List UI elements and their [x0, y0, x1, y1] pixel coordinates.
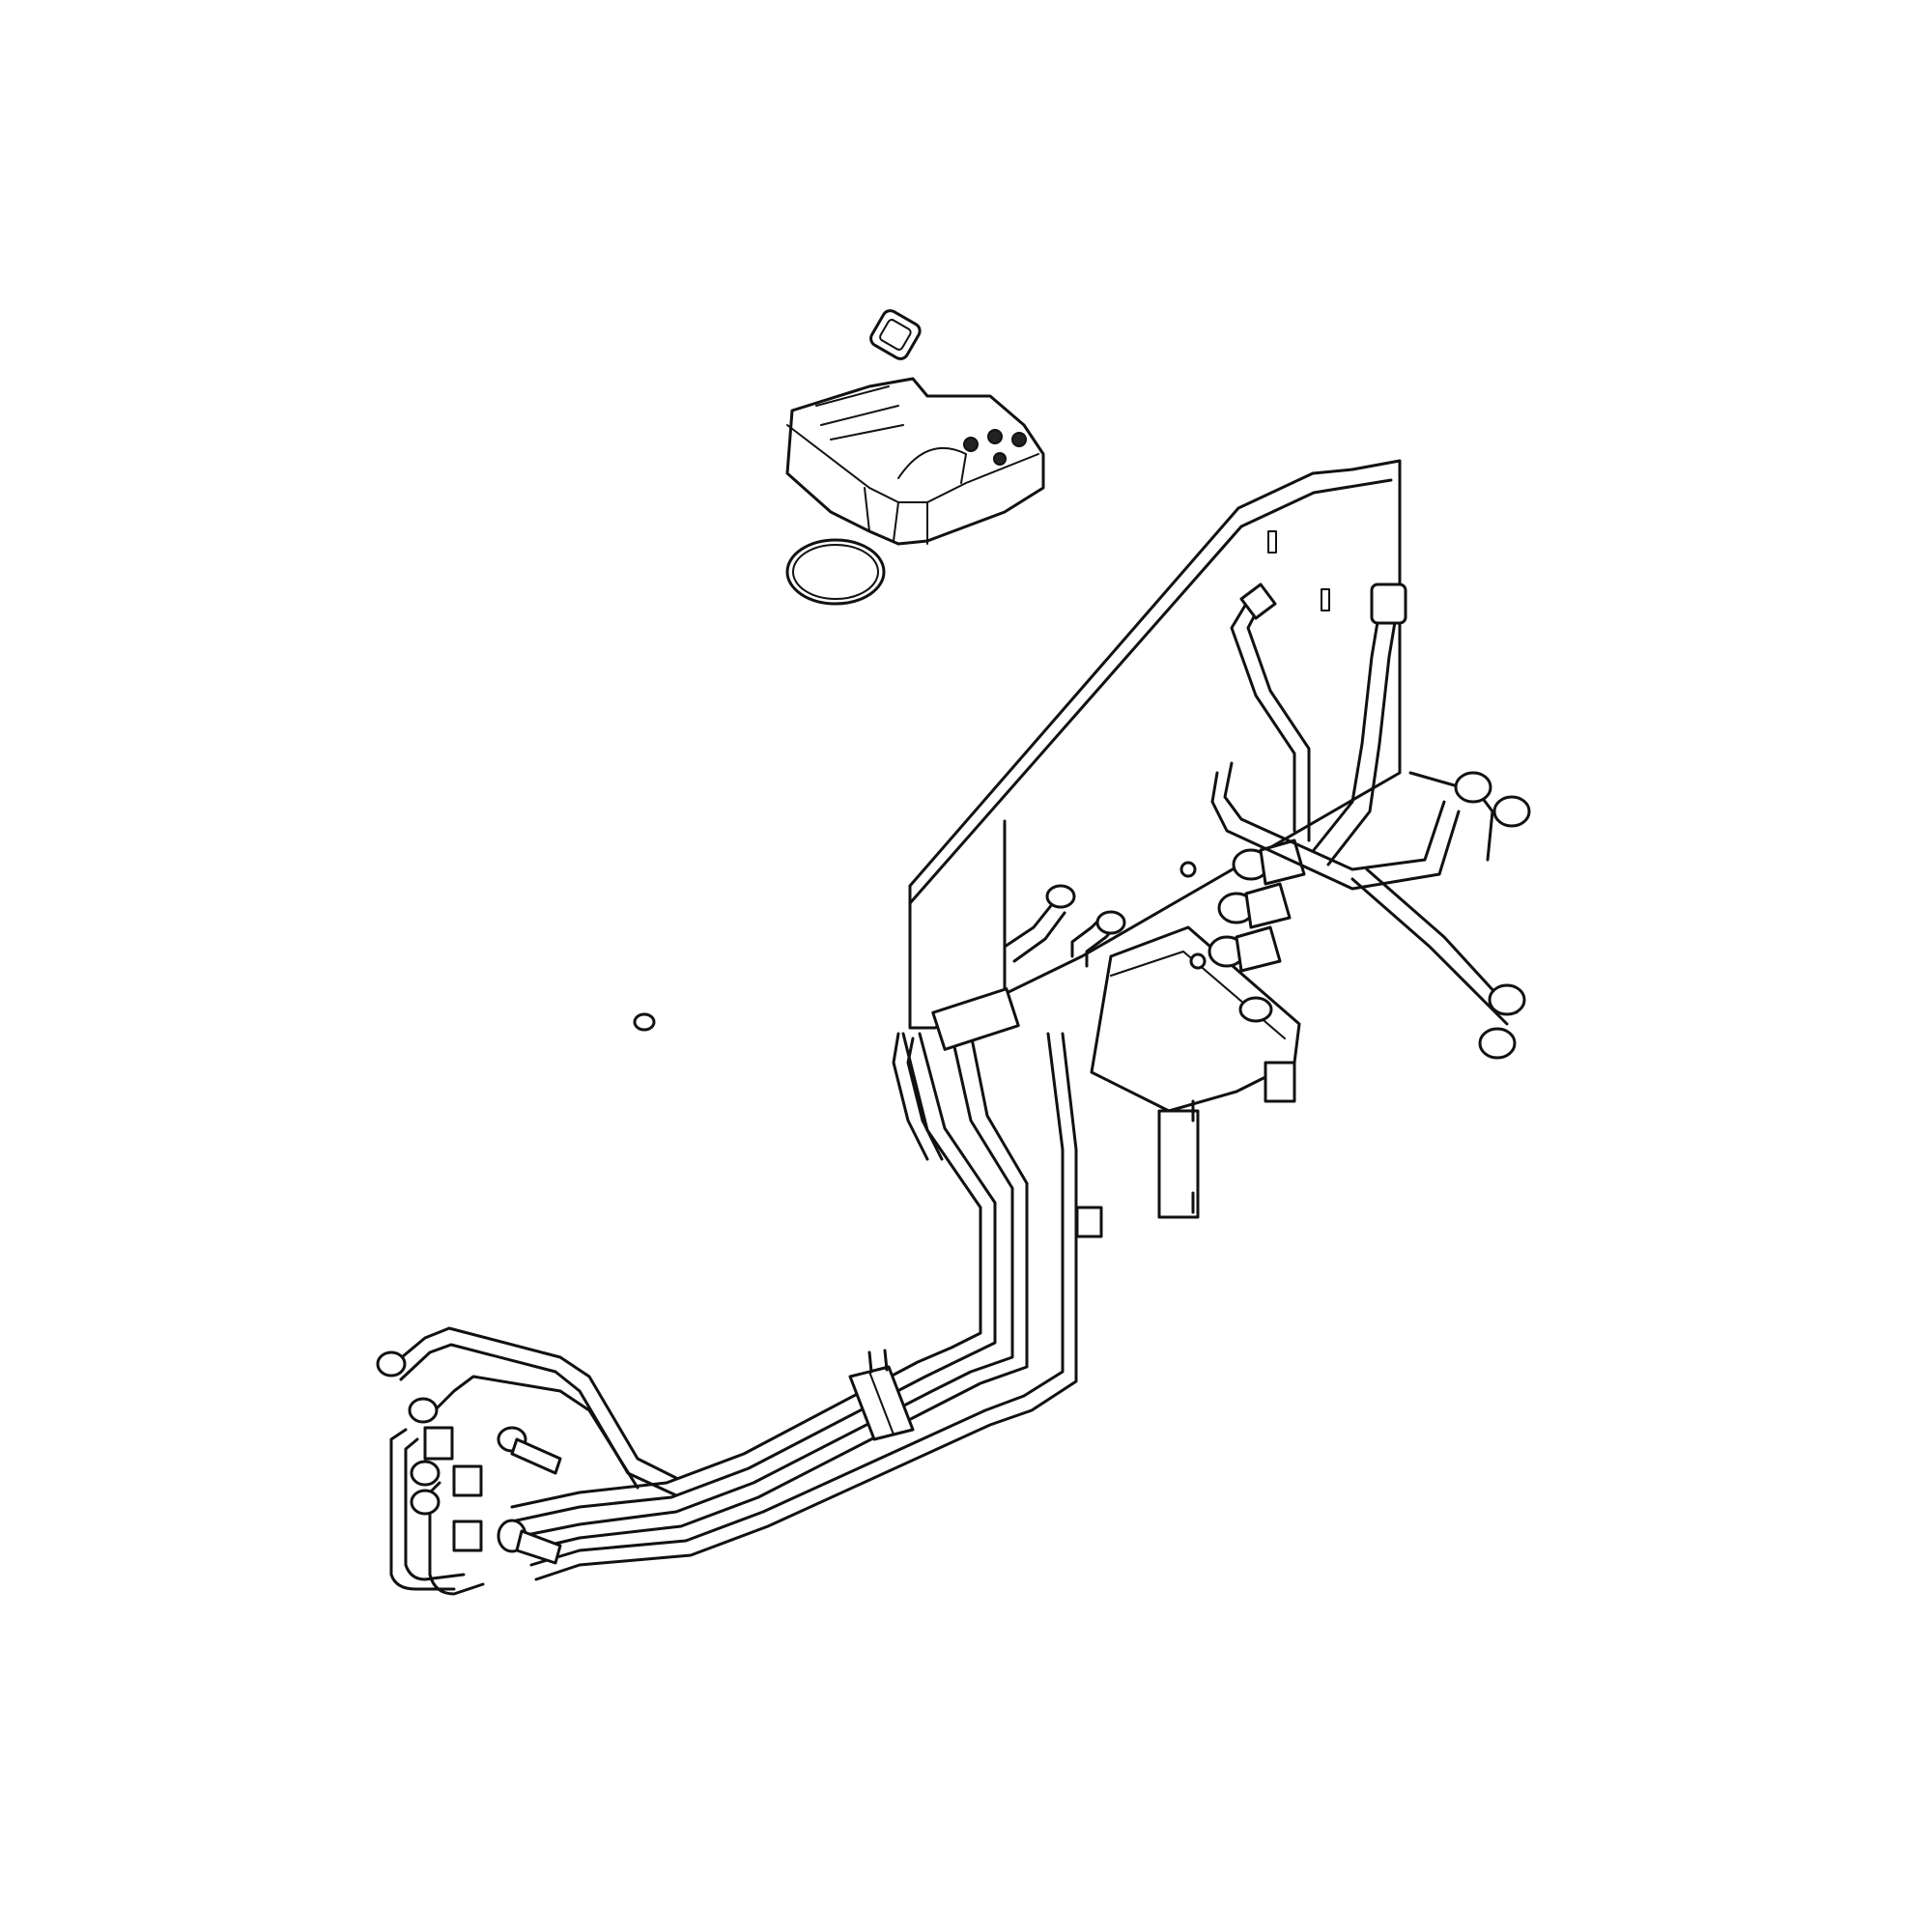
pipe-fitting [410, 1460, 440, 1487]
pipe-fitting [376, 1350, 407, 1378]
pipe-fitting [408, 1397, 439, 1424]
hose-fitting [1239, 582, 1277, 620]
nut [1189, 952, 1207, 970]
mounting-bracket [1075, 925, 1301, 1238]
nut [1179, 861, 1197, 878]
bracket-tab [1075, 1206, 1103, 1238]
bracket-tab [1264, 1061, 1296, 1103]
left-fitting-cluster [389, 1397, 562, 1596]
hex-fitting [452, 1520, 483, 1552]
bolt [515, 1529, 562, 1565]
junction-block [931, 987, 1020, 1051]
hex-fitting [423, 1426, 454, 1461]
control-console [785, 377, 1045, 546]
pipe-bundle [510, 1032, 1078, 1581]
set-screw [633, 1012, 656, 1032]
upper-left-pipe [376, 1326, 678, 1497]
bracket-leg [1157, 1109, 1200, 1219]
side-panel [908, 459, 1402, 1030]
hex-fitting [452, 1464, 483, 1497]
valve-fittings [1179, 838, 1306, 973]
pipe-clamp [848, 1349, 915, 1441]
o-ring [785, 538, 886, 606]
bolt-head [1238, 996, 1273, 1023]
stub-pipes [892, 884, 1126, 1161]
bolt [510, 1437, 562, 1475]
gasket [869, 309, 922, 360]
hose-fitting [1370, 582, 1407, 625]
pipe-fitting [410, 1489, 440, 1516]
right-pipes [1210, 582, 1531, 1060]
